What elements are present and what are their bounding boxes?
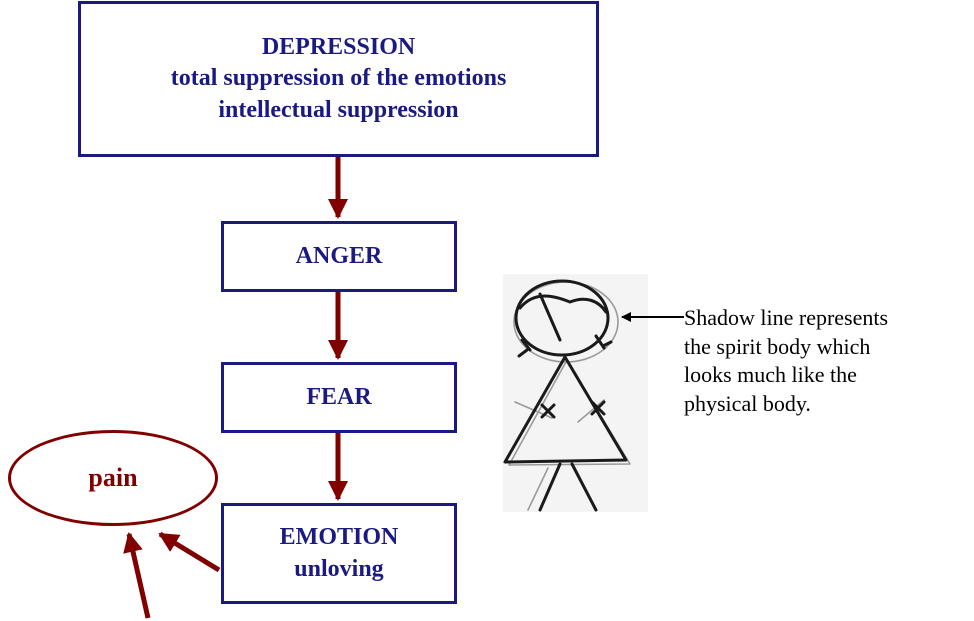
- depression-box: DEPRESSION total suppression of the emot…: [78, 1, 599, 157]
- fear-box: FEAR: [221, 362, 457, 433]
- caption-line-1: Shadow line represents: [684, 305, 889, 330]
- emotion-box: EMOTION unloving: [221, 503, 457, 604]
- caption-line-4: physical body.: [684, 390, 811, 416]
- caption-line-2: the spirit body which: [684, 333, 871, 359]
- pain-label: pain: [88, 463, 138, 492]
- caption-line-3: looks much like the: [684, 362, 857, 388]
- depression-title: DEPRESSION: [261, 34, 416, 61]
- arrow-emotion-to-pain: [158, 531, 221, 573]
- depression-line-3: intellectual suppression: [218, 96, 459, 123]
- stick-figure-icon: [503, 279, 631, 512]
- arrow-bottom-to-pain: [123, 532, 151, 619]
- figure-caption: Shadow line represents the spirit body w…: [684, 304, 974, 418]
- fear-label: FEAR: [306, 383, 372, 410]
- pain-ellipse: pain: [8, 430, 218, 526]
- depression-line-2: total suppression of the emotions: [170, 65, 507, 92]
- emotion-title: EMOTION: [279, 524, 399, 551]
- anger-box: ANGER: [221, 221, 457, 292]
- anger-label: ANGER: [295, 242, 383, 269]
- emotion-subtitle: unloving: [294, 555, 384, 582]
